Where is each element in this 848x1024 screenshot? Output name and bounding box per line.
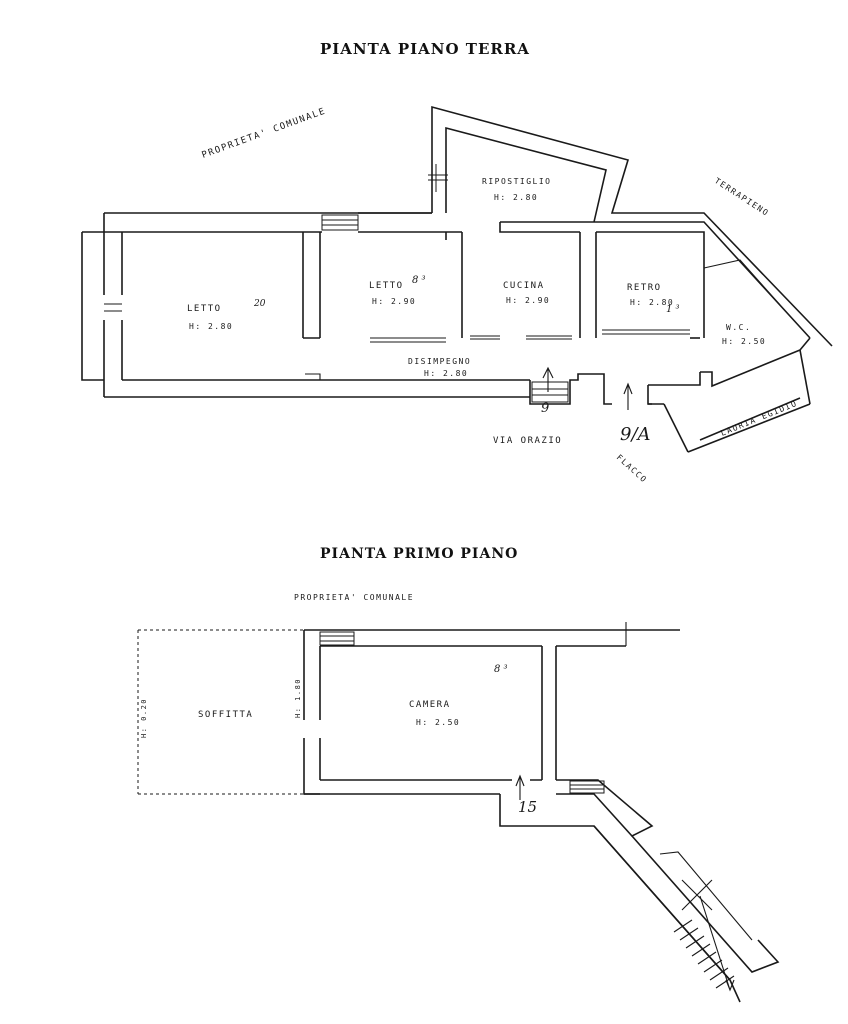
first-floor-title: PIANTA PRIMO PIANO <box>320 546 518 562</box>
room-disimpegno-height: H: 2.80 <box>424 369 468 378</box>
civic-number-9a: 9/A <box>620 424 651 445</box>
room-letto-2-height: H: 2.90 <box>372 297 416 306</box>
first-floor-windows <box>319 631 605 794</box>
room-letto-1-note: 20 <box>253 299 266 309</box>
room-camera-note: 8 ³ <box>494 664 508 675</box>
room-ripostiglio-height: H: 2.80 <box>494 193 538 202</box>
first-floor-walls <box>137 622 780 1003</box>
room-soffitta-height-left: H: 0.20 <box>140 698 148 738</box>
room-disimpegno-name: DISIMPEGNO <box>408 357 471 366</box>
room-letto-2-note: 8 ³ <box>412 275 426 286</box>
room-soffitta-height-right: H: 1.80 <box>294 678 302 718</box>
room-camera-name: CAMERA <box>409 700 451 710</box>
room-cucina-height: H: 2.90 <box>506 296 550 305</box>
ground-floor-title: PIANTA PIANO TERRA <box>320 40 530 58</box>
room-wc-height: H: 2.50 <box>722 337 766 346</box>
room-retro-note: 1 ³ <box>666 304 680 315</box>
first-floor-entrance-arrow <box>515 774 525 800</box>
ground-floor-windows <box>321 164 569 403</box>
room-letto-1-name: LETTO <box>187 304 222 314</box>
ground-floor-walls <box>81 105 833 453</box>
room-letto-1-height: H: 2.80 <box>189 322 233 331</box>
ground-entrance-arrows <box>542 366 633 410</box>
room-camera-height: H: 2.50 <box>416 718 460 727</box>
room-retro-height: H: 2.80 <box>630 298 674 307</box>
room-soffitta-name: SOFFITTA <box>198 710 253 720</box>
terrapieno-label: TERRAPIENO <box>713 176 771 218</box>
room-letto-2-name: LETTO <box>369 281 404 291</box>
flacco-label: FLACCO <box>615 453 649 485</box>
civic-number-15: 15 <box>518 798 537 816</box>
room-cucina-name: CUCINA <box>503 281 545 291</box>
room-retro-name: RETRO <box>627 283 662 293</box>
civic-number-9: 9 <box>541 401 549 416</box>
room-wc-name: W.C. <box>726 323 751 332</box>
ground-proprieta-comunale-label: PROPRIETA' COMUNALE <box>201 106 328 160</box>
first-proprieta-comunale-label: PROPRIETA' COMUNALE <box>294 593 414 602</box>
via-orazio-label: VIA ORAZIO <box>493 436 562 446</box>
first-floor-stairs <box>673 879 735 992</box>
lauria-egidio-label: LAURIA EGIDIO <box>719 399 799 438</box>
room-ripostiglio-name: RIPOSTIGLIO <box>482 177 551 186</box>
